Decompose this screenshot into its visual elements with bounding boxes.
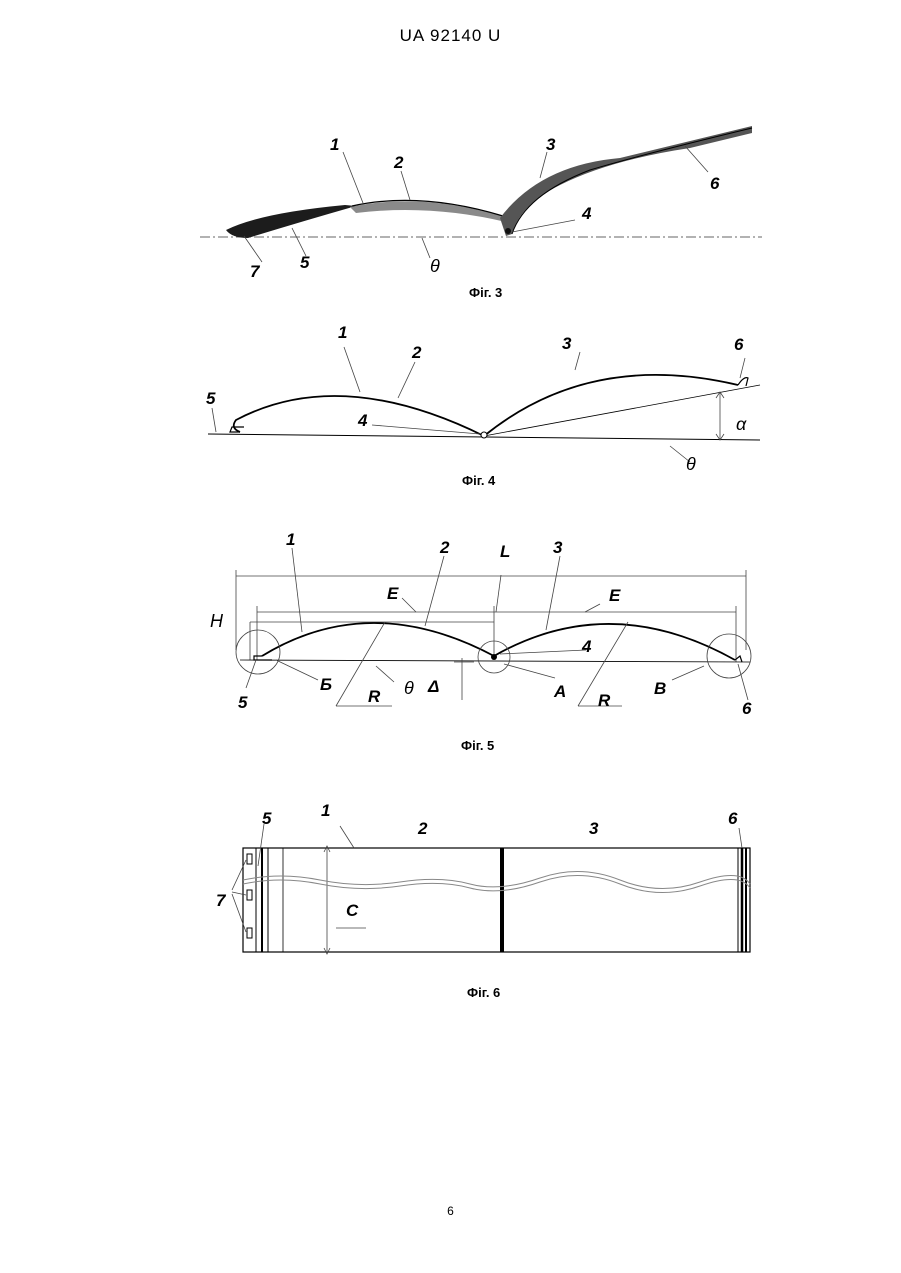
slot xyxy=(247,928,252,938)
label-5: 5 xyxy=(300,253,310,272)
joint-4 xyxy=(505,228,511,234)
label-V: B xyxy=(654,679,666,698)
slot xyxy=(247,854,252,864)
label-2: 2 xyxy=(417,819,428,838)
label-delta: Δ xyxy=(427,677,439,696)
label-R-right: R xyxy=(598,691,611,710)
label-6: 6 xyxy=(728,809,738,828)
label-1: 1 xyxy=(338,323,347,342)
panel-section-3 xyxy=(484,375,738,436)
label-4: 4 xyxy=(357,411,368,430)
label-3: 3 xyxy=(562,334,572,353)
label-B-cyr: Б xyxy=(320,675,332,694)
figure-6: 1 5 2 3 6 7 C Фіг. 6 xyxy=(216,801,750,1000)
label-4: 4 xyxy=(581,637,592,656)
panel-section-2 xyxy=(262,623,494,656)
page-number: 6 xyxy=(0,1204,901,1218)
joint-4 xyxy=(491,654,497,660)
detail-circle-b xyxy=(236,630,280,674)
figure-caption: Фіг. 5 xyxy=(461,738,494,753)
label-C: C xyxy=(346,901,359,920)
figure-caption: Фіг. 3 xyxy=(469,285,502,300)
label-1: 1 xyxy=(321,801,330,820)
label-4: 4 xyxy=(581,204,592,223)
label-5: 5 xyxy=(206,389,216,408)
label-3: 3 xyxy=(589,819,599,838)
label-E-left: E xyxy=(387,584,399,603)
joint-4 xyxy=(481,432,487,438)
label-H: H xyxy=(210,611,224,631)
panel-top-view xyxy=(243,848,750,952)
label-3: 3 xyxy=(553,538,563,557)
panel-section-2 xyxy=(350,201,506,222)
label-E-right: E xyxy=(609,586,621,605)
panel-end-5 xyxy=(226,205,356,238)
label-A: A xyxy=(553,682,566,701)
label-L: L xyxy=(500,542,510,561)
label-7: 7 xyxy=(250,262,261,281)
figure-caption: Фіг. 4 xyxy=(462,473,496,488)
label-theta: θ xyxy=(404,678,414,698)
label-1: 1 xyxy=(330,135,339,154)
label-6: 6 xyxy=(710,174,720,193)
baseline xyxy=(240,660,750,662)
figure-4: 1 2 3 6 5 4 α θ Фіг. 4 xyxy=(206,323,760,488)
label-2: 2 xyxy=(439,538,450,557)
label-7: 7 xyxy=(216,891,227,910)
label-theta: θ xyxy=(430,256,440,276)
label-6: 6 xyxy=(734,335,744,354)
label-3: 3 xyxy=(546,135,556,154)
label-5: 5 xyxy=(262,809,272,828)
figure-5: 1 2 L 3 E E H 4 5 Б R θ Δ A R B 6 Фіг. 5 xyxy=(210,530,752,753)
label-theta: θ xyxy=(686,454,696,474)
figure-caption: Фіг. 6 xyxy=(467,985,500,1000)
label-1: 1 xyxy=(286,530,295,549)
label-6: 6 xyxy=(742,699,752,718)
figure-3: 1 2 3 4 7 5 θ 6 Фіг. 3 xyxy=(200,126,762,300)
break-line xyxy=(243,871,750,888)
label-5: 5 xyxy=(238,693,248,712)
panel-section-3 xyxy=(494,624,735,660)
label-2: 2 xyxy=(411,343,422,362)
label-R-left: R xyxy=(368,687,381,706)
label-2: 2 xyxy=(393,153,404,172)
label-alpha: α xyxy=(736,414,747,434)
slot xyxy=(247,890,252,900)
